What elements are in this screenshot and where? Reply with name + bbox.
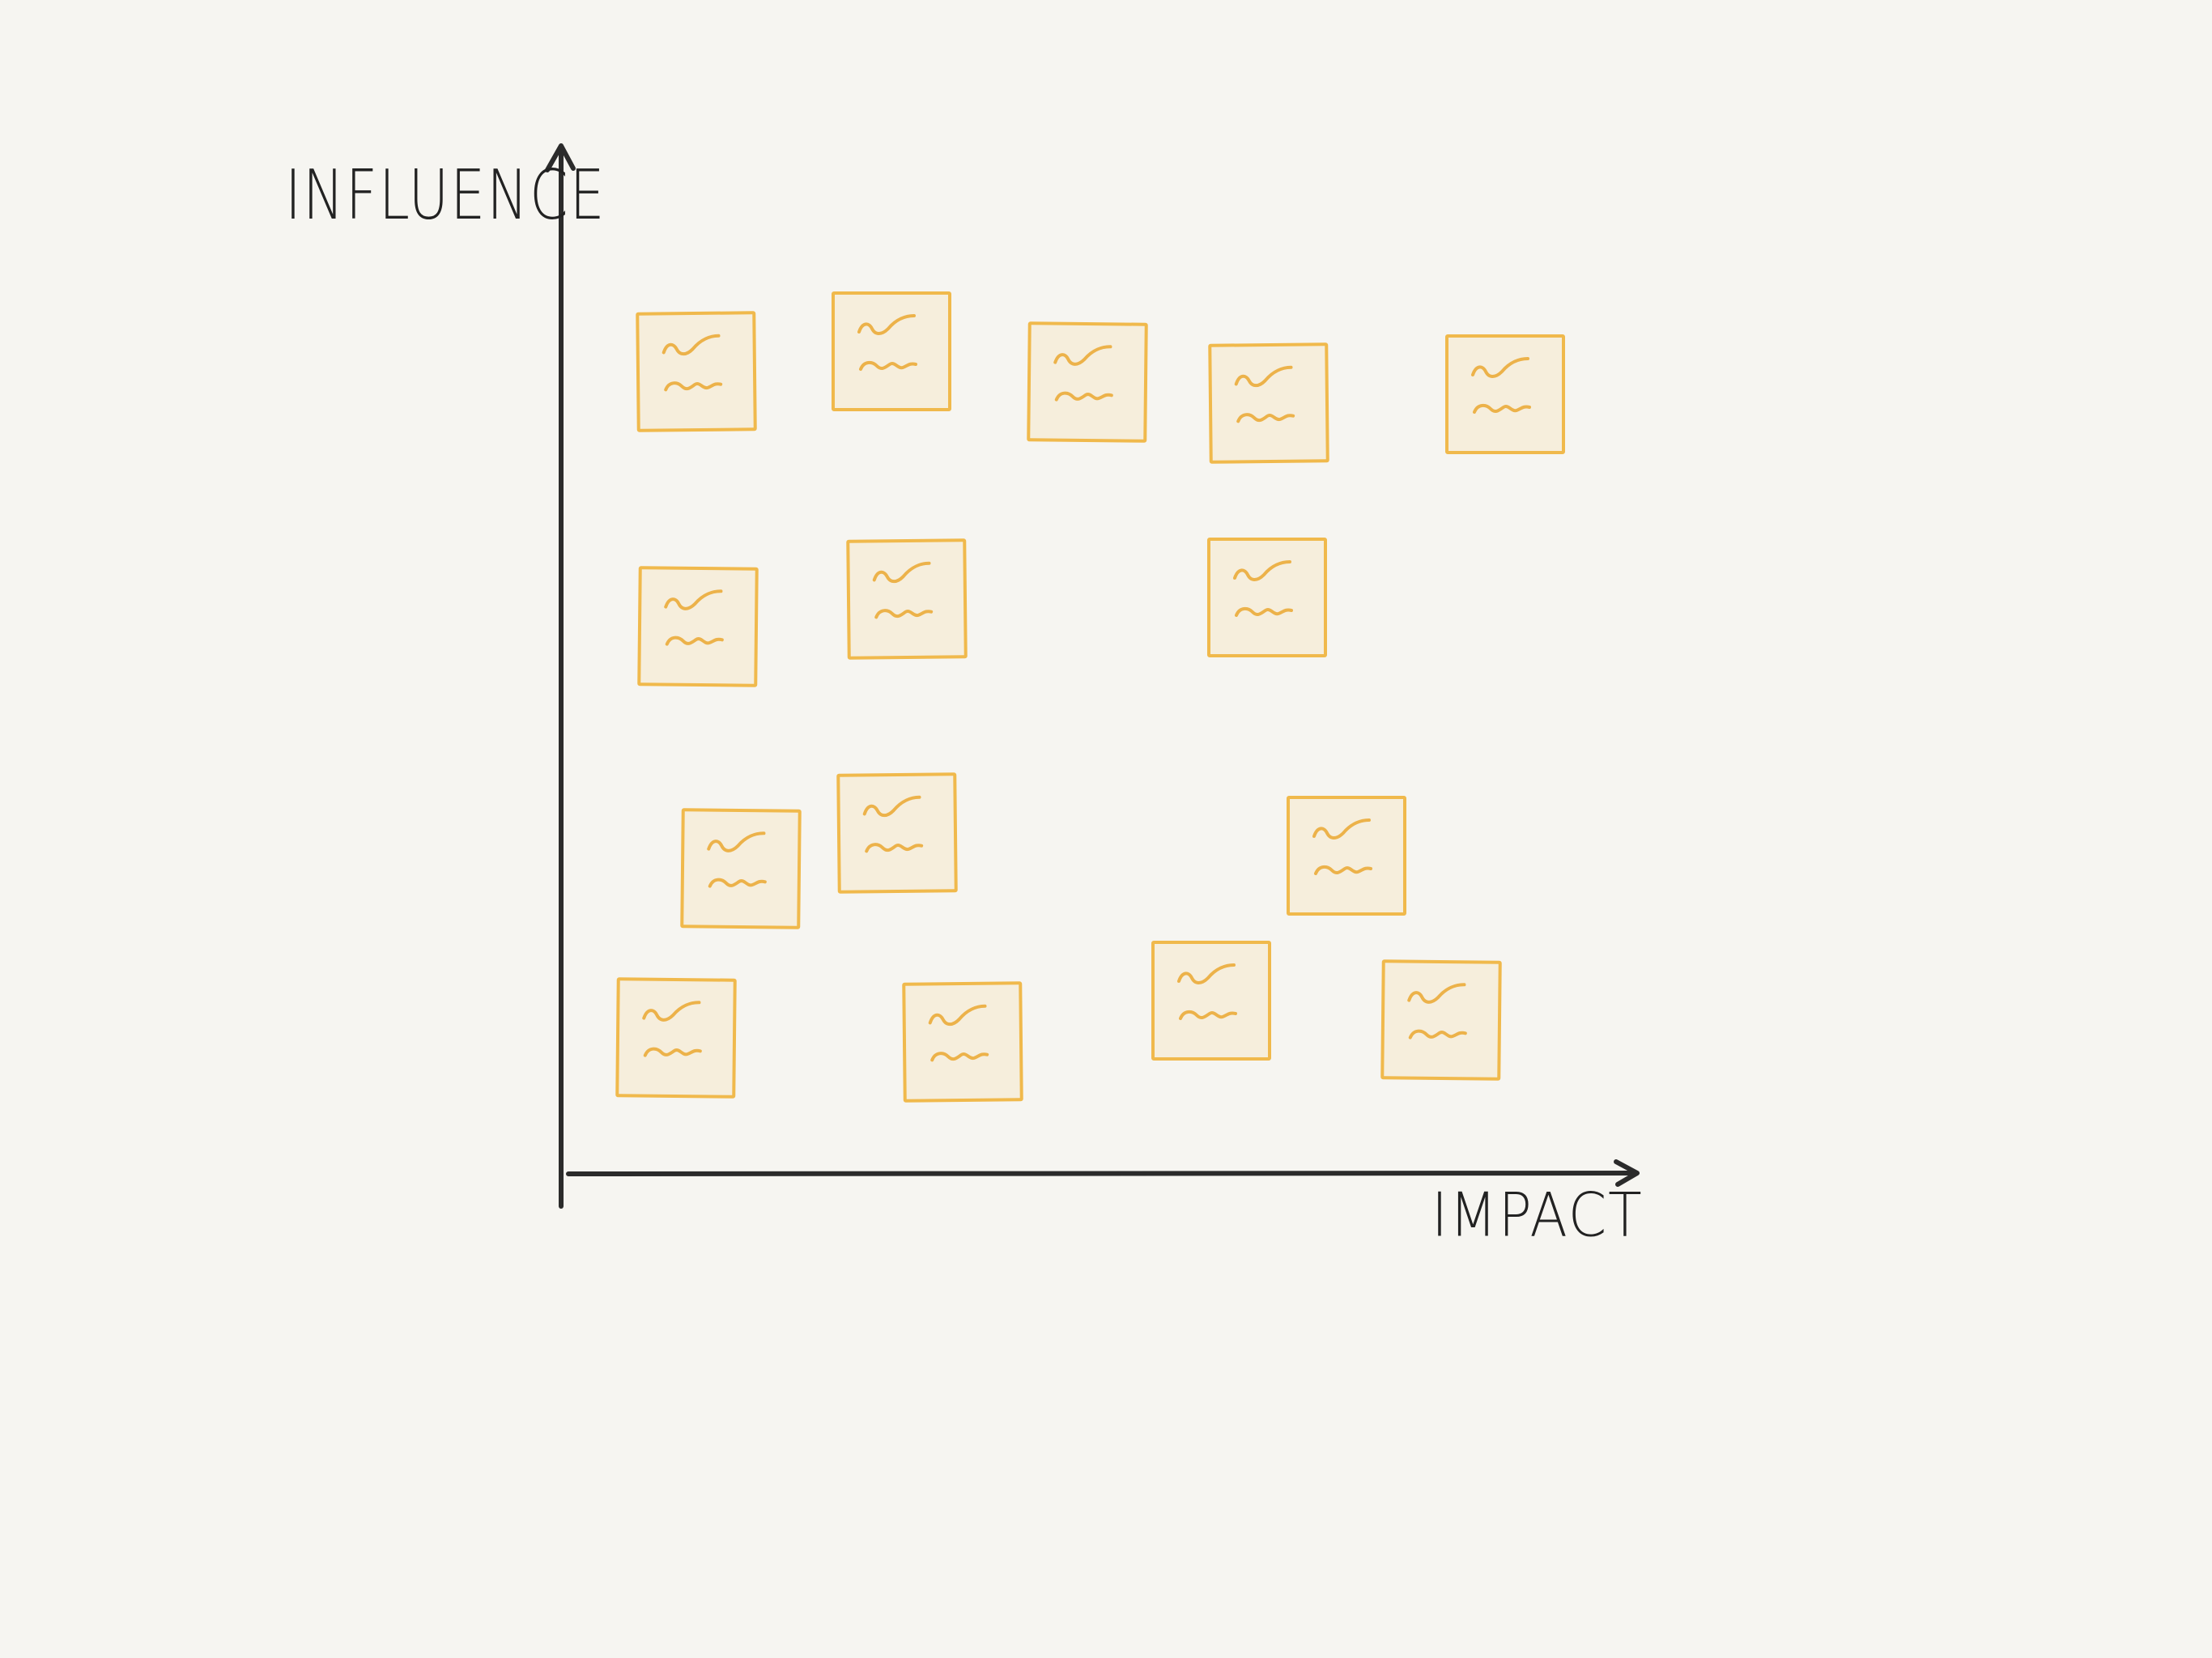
sticky-note-icon[interactable] — [636, 311, 757, 432]
scribble-lines-icon — [1471, 357, 1531, 414]
sticky-note-icon[interactable] — [680, 808, 802, 929]
x-axis-arrowhead-icon — [1614, 1159, 1640, 1187]
scribble-lines-icon — [862, 795, 924, 853]
scribble-lines-icon — [642, 1001, 702, 1057]
x-axis-label: IMPACT — [1431, 1180, 1644, 1252]
scribble-lines-icon — [1233, 560, 1293, 617]
scribble-lines-icon — [857, 314, 917, 371]
sticky-note-icon[interactable] — [902, 981, 1023, 1103]
scribble-lines-icon — [1234, 365, 1295, 423]
scribble-lines-icon — [1407, 983, 1467, 1039]
sticky-note-icon[interactable] — [637, 566, 759, 687]
scribble-lines-icon — [928, 1004, 989, 1062]
scribble-lines-icon — [661, 334, 723, 392]
sticky-note-icon[interactable] — [615, 977, 737, 1099]
sticky-note-icon[interactable] — [1380, 959, 1502, 1081]
scribble-lines-icon — [664, 589, 724, 646]
sticky-note-icon[interactable] — [1207, 538, 1327, 657]
y-axis — [545, 143, 576, 1209]
sticky-note-icon[interactable] — [1208, 342, 1329, 464]
sticky-note-icon[interactable] — [1287, 796, 1406, 916]
sticky-note-icon[interactable] — [1445, 334, 1565, 454]
y-axis-label: INFLUENCE — [285, 155, 606, 236]
scribble-lines-icon — [1053, 345, 1113, 402]
sticky-note-icon[interactable] — [836, 772, 958, 894]
x-axis — [566, 1159, 1640, 1187]
sticky-note-icon[interactable] — [1027, 321, 1148, 443]
scribble-lines-icon — [707, 831, 767, 888]
sticky-note-icon[interactable] — [1151, 941, 1271, 1061]
scribble-lines-icon — [1177, 963, 1237, 1020]
y-axis-arrowhead-icon — [545, 143, 576, 172]
scribble-lines-icon — [1312, 818, 1372, 875]
scribble-lines-icon — [872, 561, 934, 619]
sticky-note-icon[interactable] — [832, 291, 951, 411]
sticky-note-icon[interactable] — [846, 538, 968, 660]
